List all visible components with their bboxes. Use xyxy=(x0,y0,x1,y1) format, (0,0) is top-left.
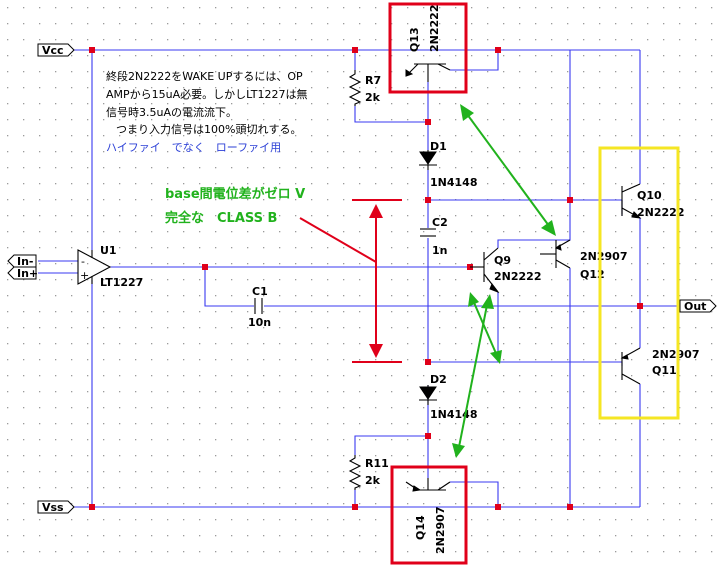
q14-value: 2N2907 xyxy=(434,507,447,554)
d2-value: 1N4148 xyxy=(430,408,477,421)
base-voltage-dimension xyxy=(299,199,402,363)
c2-ref: C2 xyxy=(432,216,448,229)
port-vss: Vss xyxy=(37,500,75,514)
q13-ref: Q13 xyxy=(408,27,421,52)
r11-value: 2k xyxy=(365,474,381,487)
q14-ref: Q14 xyxy=(414,515,427,540)
r7-ref: R7 xyxy=(365,74,381,87)
capacitor-c1: C1 10n xyxy=(248,285,271,329)
d1-value: 1N4148 xyxy=(430,176,477,189)
port-in-plus-label: In+ xyxy=(17,267,38,280)
transistor-q10: Q10 2N2222 xyxy=(621,183,684,219)
opamp-u1: - + U1 LT1227 xyxy=(77,244,143,289)
q12-value: 2N2907 xyxy=(580,250,627,263)
green-arrow-middle xyxy=(468,292,502,364)
port-in-minus-label: In- xyxy=(17,255,34,268)
port-in-minus: In- xyxy=(7,254,37,268)
resistor-r11: R11 2k xyxy=(348,455,389,490)
c1-ref: C1 xyxy=(252,285,268,298)
capacitor-c2: C2 1n xyxy=(420,216,448,257)
svg-text:-: - xyxy=(81,255,85,268)
resistor-r7: R7 2k xyxy=(348,70,381,106)
port-out: Out xyxy=(679,299,717,313)
svg-text:+: + xyxy=(80,269,89,282)
port-vcc-label: Vcc xyxy=(42,44,64,57)
port-vcc: Vcc xyxy=(37,43,75,57)
u1-value: LT1227 xyxy=(100,276,143,289)
note-line-3: 信号時3.5uAの電流流下。 xyxy=(106,105,237,119)
highlight-q13-box xyxy=(388,2,468,94)
note-block: 終段2N2222をWAKE UPするには、OP AMPから15uA必要。しかしL… xyxy=(106,69,307,226)
transistor-q11: 2N2907 Q11 xyxy=(620,347,699,385)
transistor-q14: Q14 2N2907 xyxy=(405,478,451,554)
u1-ref: U1 xyxy=(100,244,117,257)
c1-value: 10n xyxy=(248,316,271,329)
note-line-1: 終段2N2222をWAKE UPするには、OP xyxy=(106,69,303,83)
diode-d1: D1 1N4148 xyxy=(419,140,477,189)
note-class-b: 完全な CLASS B xyxy=(165,210,277,226)
note-base-diff: base間電位差がゼロ V xyxy=(165,186,305,202)
highlight-q14-box xyxy=(390,465,468,565)
q10-value: 2N2222 xyxy=(637,206,684,219)
q10-ref: Q10 xyxy=(637,189,662,202)
q13-value: 2N2222 xyxy=(428,5,441,52)
r11-ref: R11 xyxy=(365,457,389,470)
c2-value: 1n xyxy=(432,244,448,257)
highlight-output-stage-box xyxy=(598,146,680,420)
note-line-4: つまり入力信号は100%頭切れする。 xyxy=(116,123,301,136)
d2-ref: D2 xyxy=(430,373,447,386)
port-vss-label: Vss xyxy=(42,501,64,514)
green-arrow-upper xyxy=(460,104,556,236)
note-line-2: AMPから15uA必要。しかしLT1227は無 xyxy=(106,87,307,101)
r7-value: 2k xyxy=(365,91,381,104)
q9-value: 2N2222 xyxy=(494,270,541,283)
transistor-q9: Q9 2N2222 xyxy=(470,247,541,294)
port-out-label: Out xyxy=(684,300,706,313)
q11-value: 2N2907 xyxy=(652,348,699,361)
port-in-plus: In+ xyxy=(7,266,38,280)
note-hifi: ハイファイ でなく ローファイ用 xyxy=(106,141,281,154)
q11-ref: Q11 xyxy=(652,364,677,377)
q9-ref: Q9 xyxy=(494,254,511,267)
d1-ref: D1 xyxy=(430,140,447,153)
transistor-q13: Q13 2N2222 xyxy=(405,5,451,82)
